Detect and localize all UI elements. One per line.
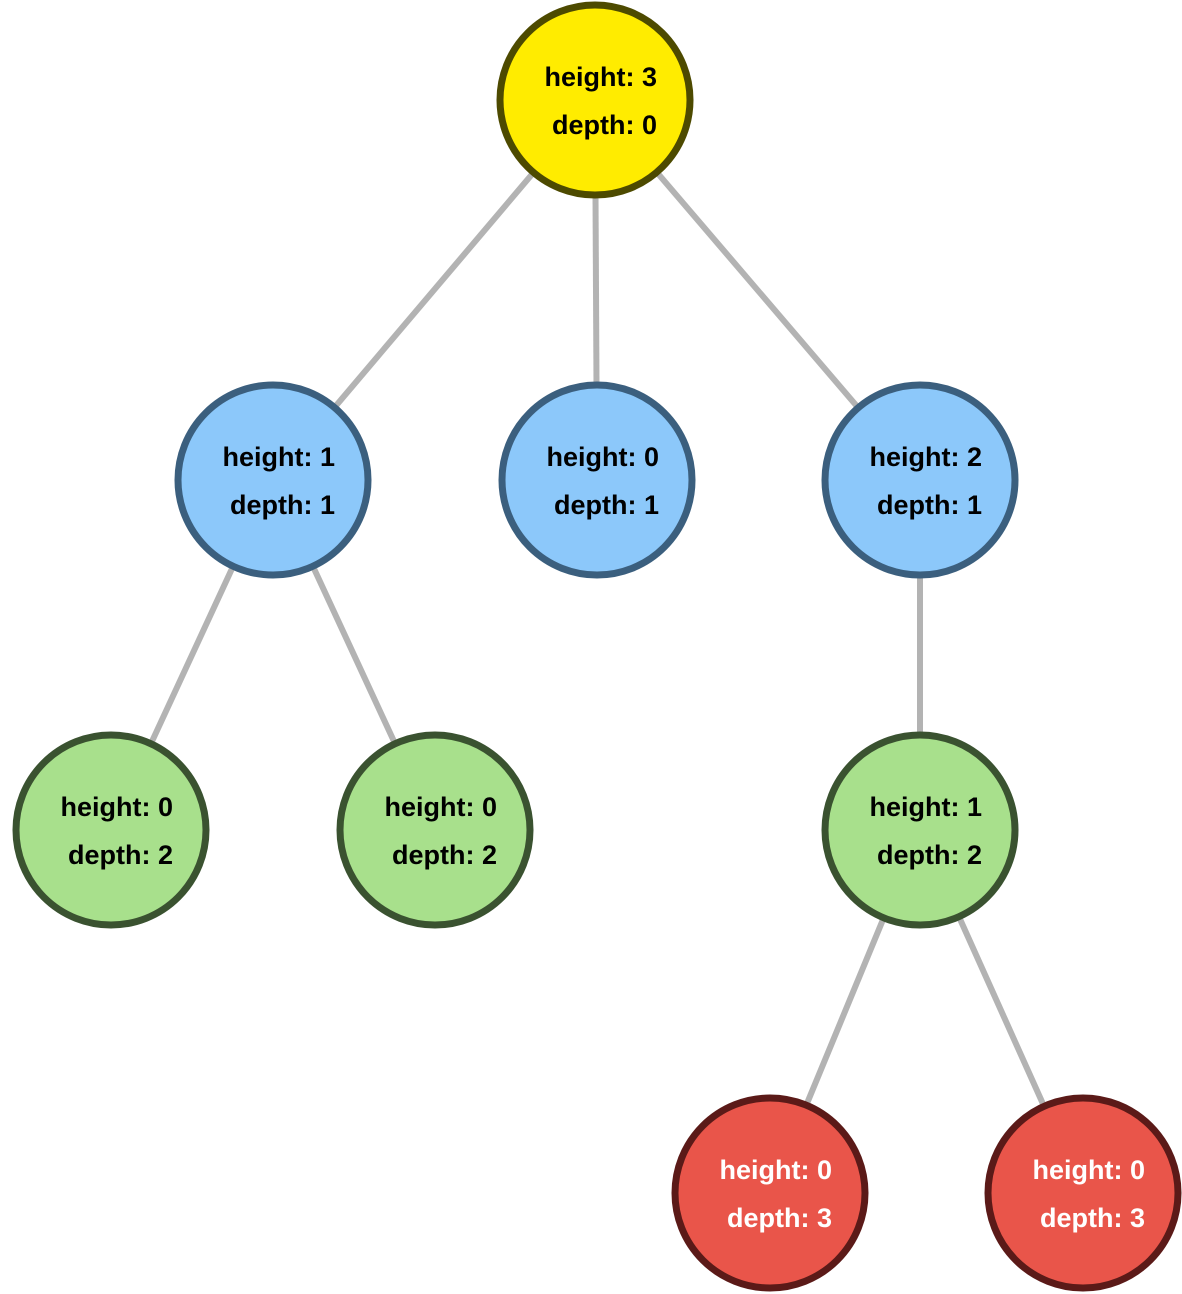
- node-height-label: height: 1: [223, 442, 336, 472]
- node-height-label: height: 0: [385, 792, 498, 822]
- node-circle: [498, 381, 696, 579]
- edge-right-child-to-right-child-right: [956, 915, 1047, 1108]
- tree-node-right-child-left: height: 0 depth: 3: [671, 1094, 869, 1292]
- node-height-label: height: 0: [61, 792, 174, 822]
- node-depth-label: depth: 3: [727, 1203, 832, 1233]
- tree-node-left: height: 1 depth: 1: [174, 381, 372, 579]
- edge-root-to-middle: [592, 194, 600, 386]
- tree-node-right-child: height: 1 depth: 2: [821, 731, 1019, 929]
- tree-node-left-right: height: 0 depth: 2: [336, 731, 534, 929]
- edge-root-to-left: [332, 170, 536, 410]
- node-circle: [496, 1, 694, 199]
- node-depth-label: depth: 1: [230, 490, 335, 520]
- node-circle: [12, 731, 210, 929]
- node-height-label: height: 2: [870, 442, 983, 472]
- node-height-label: height: 0: [720, 1155, 833, 1185]
- node-circle: [336, 731, 534, 929]
- edge-right-child-to-right-child-left: [803, 916, 887, 1107]
- node-depth-label: depth: 2: [877, 840, 982, 870]
- node-circle: [821, 731, 1019, 929]
- node-circle: [821, 381, 1019, 579]
- node-depth-label: depth: 2: [392, 840, 497, 870]
- tree-node-right-child-right: height: 0 depth: 3: [984, 1094, 1182, 1292]
- node-height-label: height: 0: [547, 442, 660, 472]
- tree-node-left-left: height: 0 depth: 2: [12, 731, 210, 929]
- tree-node-middle: height: 0 depth: 1: [498, 381, 696, 579]
- node-depth-label: depth: 0: [552, 110, 657, 140]
- edge-root-to-right: [654, 170, 861, 410]
- node-circle: [174, 381, 372, 579]
- node-height-label: height: 3: [545, 62, 658, 92]
- node-height-label: height: 1: [870, 792, 983, 822]
- edge-left-to-left-left: [148, 564, 236, 746]
- node-circle: [984, 1094, 1182, 1292]
- node-depth-label: depth: 3: [1040, 1203, 1145, 1233]
- tree-node-right: height: 2 depth: 1: [821, 381, 1019, 579]
- node-depth-label: depth: 2: [68, 840, 173, 870]
- node-circle: [671, 1094, 869, 1292]
- tree-node-root: height: 3 depth: 0: [496, 1, 694, 199]
- node-depth-label: depth: 1: [554, 490, 659, 520]
- edge-left-to-left-right: [310, 564, 398, 746]
- edges-layer: [148, 170, 1047, 1108]
- node-height-label: height: 0: [1033, 1155, 1146, 1185]
- node-depth-label: depth: 1: [877, 490, 982, 520]
